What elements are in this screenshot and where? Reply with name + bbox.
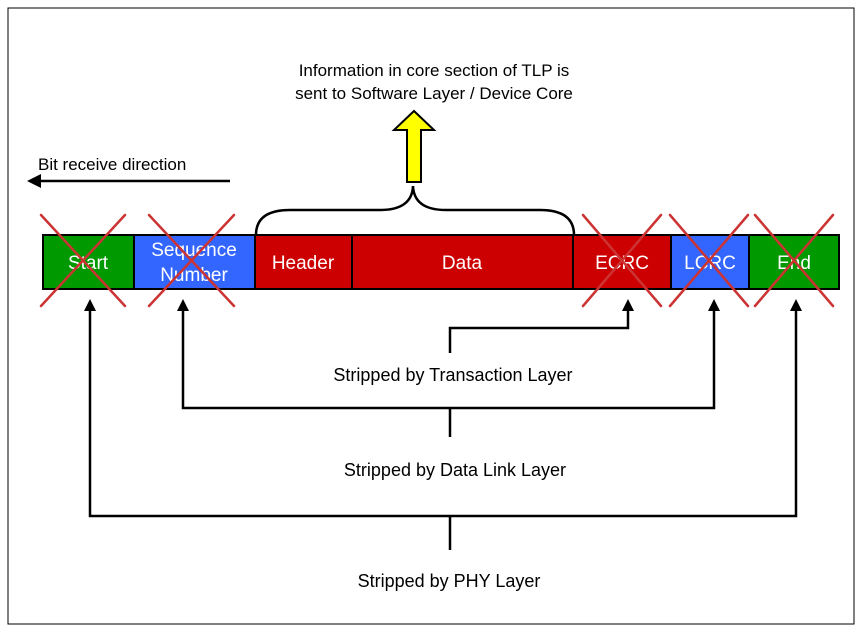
data-link-strip-line (181, 310, 716, 410)
ecrc-cross-icon (581, 213, 663, 308)
core-section-brace (254, 185, 576, 236)
data-link-left-arrow-icon (177, 299, 189, 311)
direction-arrow-icon (27, 174, 41, 188)
phy-strip-line (88, 310, 798, 518)
direction-label: Bit receive direction (38, 155, 186, 174)
sequence-number-cross-icon (147, 213, 236, 308)
up-arrow-icon (391, 109, 437, 183)
transaction-arrow-icon (622, 299, 634, 311)
data-link-right-arrow-icon (708, 299, 720, 311)
transaction-strip-line (448, 310, 630, 353)
tlp-segments: Start Sequence Number Header Data ECRC L… (42, 234, 840, 290)
segment-data-label: Data (442, 253, 483, 274)
caption-line-1: Information in core section of TLP is (299, 61, 570, 80)
caption-line-2: sent to Software Layer / Device Core (295, 84, 573, 103)
segment-start-label: Start (68, 253, 109, 274)
phy-strip-label: Stripped by PHY Layer (358, 571, 541, 591)
segment-header-label: Header (272, 253, 335, 274)
phy-right-arrow-icon (790, 299, 802, 311)
strip-crosses (39, 213, 835, 308)
segment-data (351, 234, 574, 290)
phy-left-arrow-icon (84, 299, 96, 311)
start-cross-icon (39, 213, 127, 308)
transaction-strip-label: Stripped by Transaction Layer (333, 365, 572, 385)
data-link-strip-label: Stripped by Data Link Layer (344, 460, 566, 480)
segment-sequence-number-label-1: Sequence (151, 240, 237, 261)
lcrc-cross-icon (668, 213, 750, 308)
segment-ecrc-label: ECRC (595, 253, 649, 274)
end-cross-icon (753, 213, 835, 308)
segment-end-label: End (777, 253, 811, 274)
